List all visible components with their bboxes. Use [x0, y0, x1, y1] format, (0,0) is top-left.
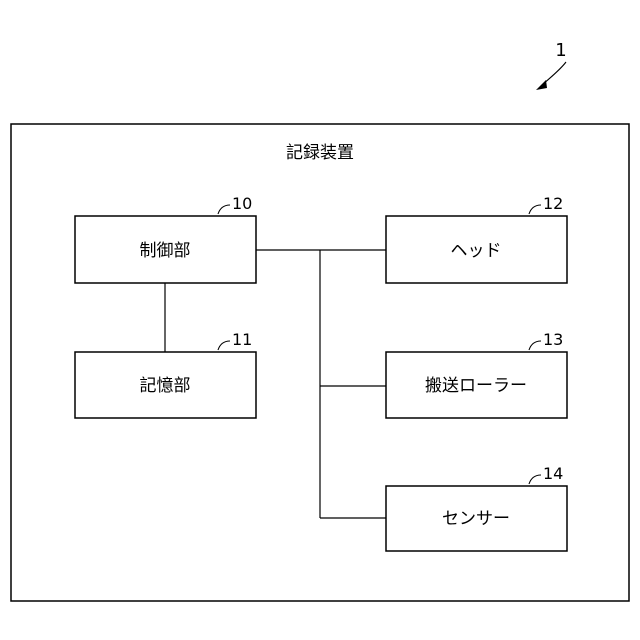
block-roller-label: 搬送ローラー: [425, 376, 527, 396]
figure-ref-arrowhead-icon: [536, 80, 547, 90]
block-controller-label: 制御部: [140, 241, 191, 261]
block-storage-label: 記憶部: [140, 376, 191, 396]
ref-number-14: 14: [543, 464, 563, 483]
ref-number-10: 10: [232, 194, 252, 213]
figure-ref-number: 1: [555, 40, 566, 61]
ref-number-11: 11: [232, 330, 252, 349]
block-sensor-label: センサー: [442, 509, 510, 529]
recording-device-title: 記録装置: [286, 143, 354, 163]
ref-number-12: 12: [543, 194, 563, 213]
ref-number-13: 13: [543, 330, 563, 349]
block-head-label: ヘッド: [451, 241, 502, 261]
